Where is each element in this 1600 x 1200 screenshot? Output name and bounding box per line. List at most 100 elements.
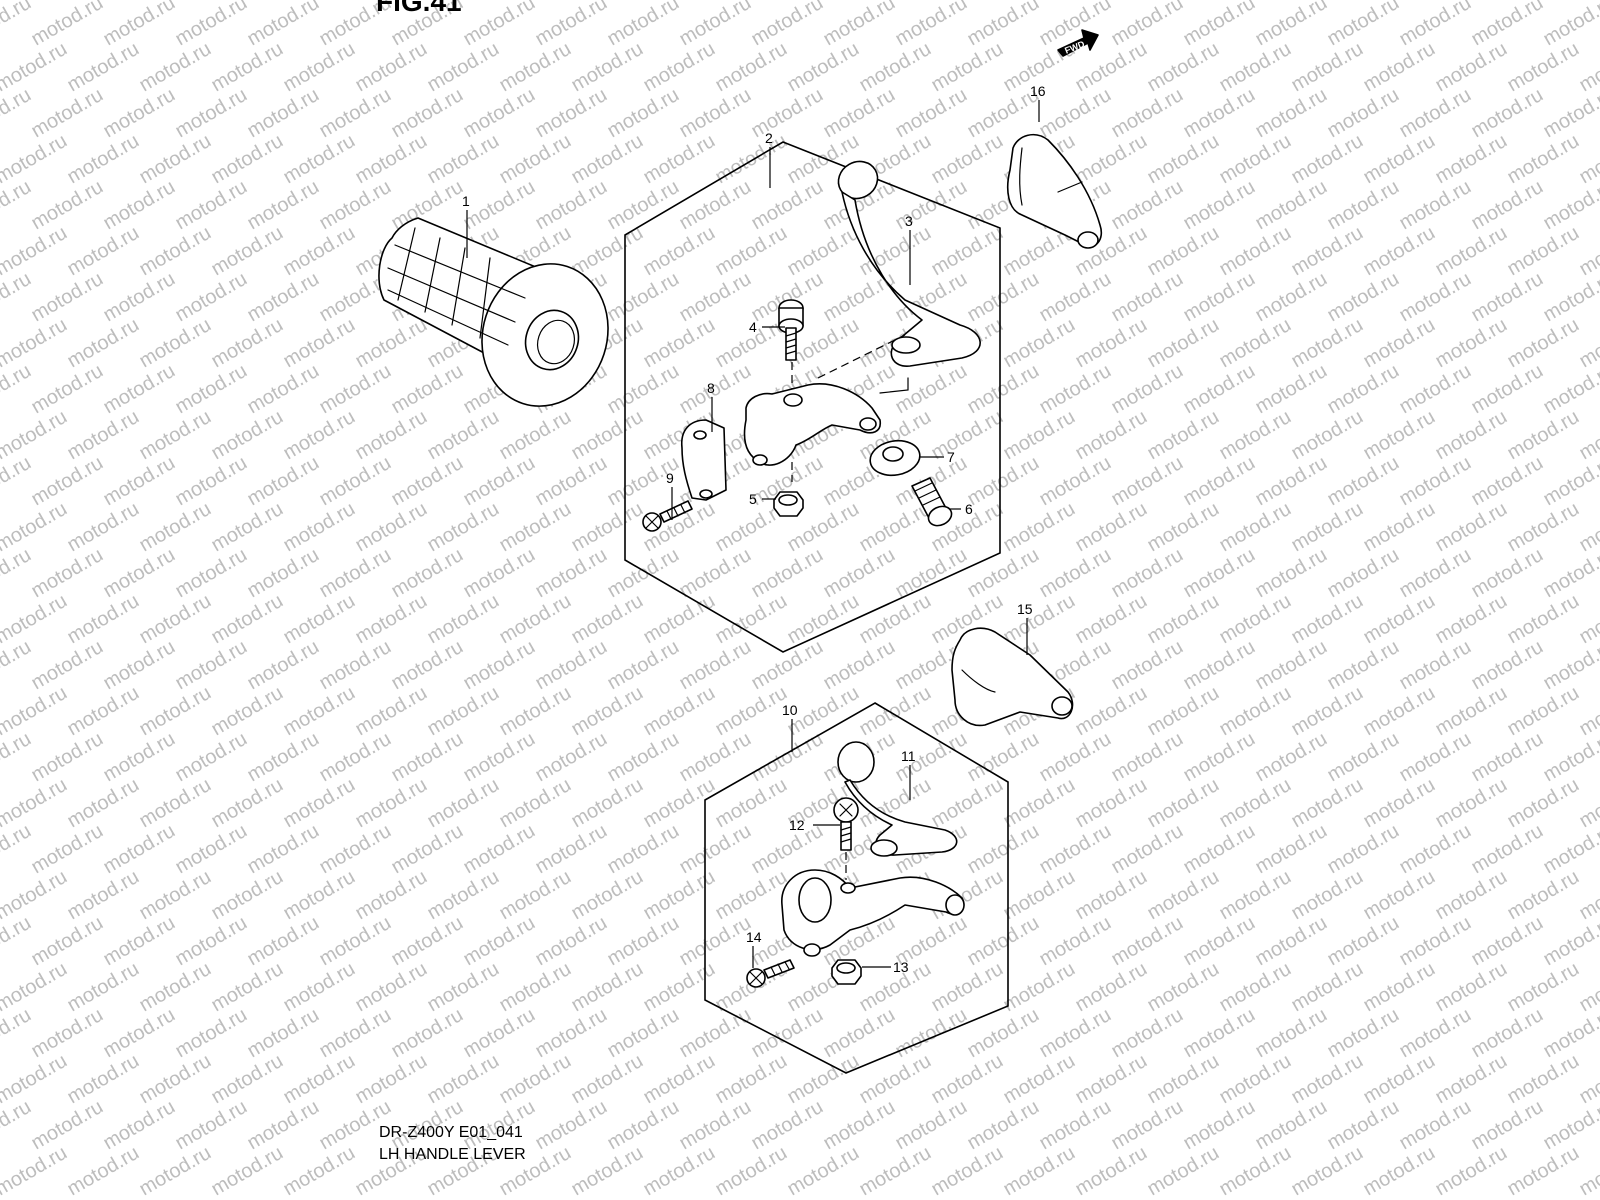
watermark-text: motod.ru <box>1072 958 1151 1017</box>
watermark-text: motod.ru <box>1288 498 1367 557</box>
watermark-text: motod.ru <box>784 38 863 97</box>
watermark-text: motod.ru <box>1360 1050 1439 1109</box>
watermark-text: motod.ru <box>1468 1004 1547 1063</box>
watermark-text: motod.ru <box>100 1096 179 1155</box>
watermark-text: motod.ru <box>280 406 359 465</box>
watermark-text: motod.ru <box>856 1142 935 1200</box>
watermark-text: motod.ru <box>1576 406 1600 465</box>
watermark-text: motod.ru <box>532 636 611 695</box>
watermark-text: motod.ru <box>100 0 179 50</box>
watermark-text: motod.ru <box>1216 866 1295 925</box>
watermark-text: motod.ru <box>316 820 395 879</box>
watermark-text: motod.ru <box>172 1004 251 1063</box>
watermark-text: motod.ru <box>748 0 827 50</box>
watermark-text: motod.ru <box>1360 314 1439 373</box>
watermark-text: motod.ru <box>1288 222 1367 281</box>
watermark-text: motod.ru <box>1072 1050 1151 1109</box>
watermark-text: motod.ru <box>712 682 791 741</box>
watermark-text: motod.ru <box>1216 222 1295 281</box>
watermark-text: motod.ru <box>1324 544 1403 603</box>
watermark-text: motod.ru <box>1396 636 1475 695</box>
part-lower-perch <box>781 869 965 957</box>
watermark-text: motod.ru <box>64 130 143 189</box>
watermark-text: motod.ru <box>604 360 683 419</box>
watermark-text: motod.ru <box>172 544 251 603</box>
watermark-text: motod.ru <box>28 1096 107 1155</box>
watermark-text: motod.ru <box>1360 1142 1439 1200</box>
watermark-text: motod.ru <box>1000 314 1079 373</box>
watermark-text: motod.ru <box>388 84 467 143</box>
watermark-text: motod.ru <box>64 590 143 649</box>
watermark-text: motod.ru <box>1252 636 1331 695</box>
watermark-text: motod.ru <box>964 1004 1043 1063</box>
watermark-text: motod.ru <box>208 774 287 833</box>
watermark-text: motod.ru <box>1108 0 1187 50</box>
part-8-clamp <box>681 419 727 501</box>
watermark-text: motod.ru <box>1000 590 1079 649</box>
watermark-text: motod.ru <box>1252 360 1331 419</box>
watermark-text: motod.ru <box>100 544 179 603</box>
callout-9: 9 <box>666 470 674 486</box>
watermark-text: motod.ru <box>352 406 431 465</box>
watermark-text: motod.ru <box>208 222 287 281</box>
watermark-text: motod.ru <box>1324 176 1403 235</box>
watermark-text: motod.ru <box>388 1004 467 1063</box>
watermark-text: motod.ru <box>28 176 107 235</box>
watermark-text: motod.ru <box>820 636 899 695</box>
watermark-text: motod.ru <box>1000 1142 1079 1200</box>
watermark-text: motod.ru <box>136 958 215 1017</box>
watermark-text: motod.ru <box>1180 636 1259 695</box>
watermark-text: motod.ru <box>280 498 359 557</box>
watermark-text: motod.ru <box>172 1096 251 1155</box>
watermark-text: motod.ru <box>1504 38 1583 97</box>
watermark-text: motod.ru <box>928 38 1007 97</box>
watermark-text: motod.ru <box>244 452 323 511</box>
watermark-text: motod.ru <box>424 406 503 465</box>
watermark-text: motod.ru <box>1468 360 1547 419</box>
watermark-text: motod.ru <box>496 38 575 97</box>
watermark-text: motod.ru <box>208 38 287 97</box>
watermark-text: motod.ru <box>568 498 647 557</box>
watermark-text: motod.ru <box>28 728 107 787</box>
callout-13: 13 <box>893 959 909 975</box>
watermark-text: motod.ru <box>1108 268 1187 327</box>
watermark-text: motod.ru <box>1000 958 1079 1017</box>
watermark-text: motod.ru <box>280 1050 359 1109</box>
watermark-text: motod.ru <box>1432 406 1511 465</box>
watermark-text: motod.ru <box>136 38 215 97</box>
watermark-text: motod.ru <box>316 84 395 143</box>
watermark-text: motod.ru <box>1432 314 1511 373</box>
watermark-text: motod.ru <box>1576 314 1600 373</box>
watermark-text: motod.ru <box>928 1050 1007 1109</box>
watermark-text: motod.ru <box>100 452 179 511</box>
callout-6: 6 <box>965 501 973 517</box>
callout-11: 11 <box>901 748 916 764</box>
part-14-screw <box>746 959 795 988</box>
callout-leaders <box>466 100 1040 968</box>
watermark-text: motod.ru <box>1108 452 1187 511</box>
watermark-text: motod.ru <box>64 1050 143 1109</box>
watermark-text: motod.ru <box>820 84 899 143</box>
watermark-text: motod.ru <box>1432 498 1511 557</box>
watermark-text: motod.ru <box>244 544 323 603</box>
watermark-text: motod.ru <box>1432 774 1511 833</box>
watermark-text: motod.ru <box>820 1096 899 1155</box>
watermark-text: motod.ru <box>1000 406 1079 465</box>
watermark-text: motod.ru <box>1000 866 1079 925</box>
watermark-text: motod.ru <box>1072 130 1151 189</box>
watermark-text: motod.ru <box>496 774 575 833</box>
watermark-text: motod.ru <box>1144 958 1223 1017</box>
watermark-text: motod.ru <box>208 406 287 465</box>
watermark-text: motod.ru <box>1432 130 1511 189</box>
watermark-text: motod.ru <box>136 1050 215 1109</box>
watermark-text: motod.ru <box>352 866 431 925</box>
watermark-text: motod.ru <box>748 176 827 235</box>
watermark-text: motod.ru <box>640 958 719 1017</box>
watermark-text: motod.ru <box>1504 958 1583 1017</box>
watermark-text: motod.ru <box>424 774 503 833</box>
watermark-text: motod.ru <box>316 912 395 971</box>
watermark-text: motod.ru <box>1504 222 1583 281</box>
watermark-text: motod.ru <box>1468 452 1547 511</box>
watermark-text: motod.ru <box>1180 0 1259 50</box>
